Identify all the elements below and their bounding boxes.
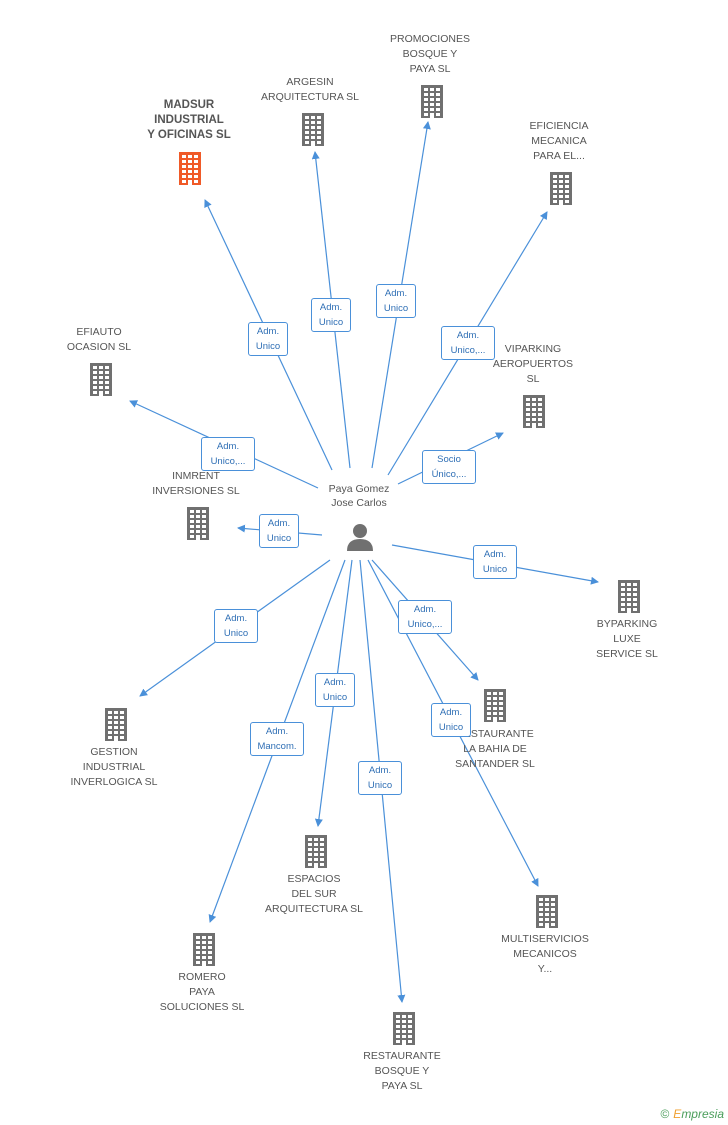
relation-label-romero[interactable]: Adm. Mancom. xyxy=(250,722,304,756)
relation-label-inmrent[interactable]: Adm. Unico xyxy=(259,514,299,548)
building-icon[interactable] xyxy=(614,579,644,613)
building-icon[interactable] xyxy=(301,834,331,868)
relation-label-efiauto[interactable]: Adm. Unico,... xyxy=(201,437,255,471)
empresia-logo[interactable]: Empresia xyxy=(673,1107,724,1121)
relation-label-multiservicios[interactable]: Adm. Unico xyxy=(431,703,471,737)
center-person-name: Paya Gomez Jose Carlos xyxy=(328,483,390,509)
company-label-romero[interactable]: ROMERO PAYA SOLUCIONES SL xyxy=(159,971,245,1013)
relation-label-restbosque[interactable]: Adm. Unico xyxy=(358,761,402,795)
building-icon[interactable] xyxy=(480,688,510,722)
relation-label-madsur[interactable]: Adm. Unico xyxy=(248,322,288,356)
building-icon[interactable] xyxy=(532,894,562,928)
company-label-restbosque[interactable]: RESTAURANTE BOSQUE Y PAYA SL xyxy=(363,1050,441,1092)
company-label-viparking[interactable]: VIPARKING AEROPUERTOS SL xyxy=(492,343,574,385)
company-label-espacios[interactable]: ESPACIOS DEL SUR ARQUITECTURA SL xyxy=(264,873,364,915)
relation-label-bahia[interactable]: Adm. Unico,... xyxy=(398,600,452,634)
company-label-gestion[interactable]: GESTION INDUSTRIAL INVERLOGICA SL xyxy=(70,746,158,788)
relation-label-argesin[interactable]: Adm. Unico xyxy=(311,298,351,332)
building-icon[interactable] xyxy=(183,506,213,540)
company-label-multiservicios[interactable]: MULTISERVICIOS MECANICOS Y... xyxy=(501,933,589,975)
building-icon[interactable] xyxy=(298,112,328,146)
building-icon[interactable] xyxy=(101,707,131,741)
company-label-argesin[interactable]: ARGESIN ARQUITECTURA SL xyxy=(260,76,360,103)
company-label-promociones[interactable]: PROMOCIONES BOSQUE Y PAYA SL xyxy=(390,33,470,75)
relation-label-eficiencia[interactable]: Adm. Unico,... xyxy=(441,326,495,360)
company-label-eficiencia[interactable]: EFICIENCIA MECANICA PARA EL... xyxy=(529,120,589,162)
building-icon[interactable] xyxy=(86,362,116,396)
building-icon[interactable] xyxy=(389,1011,419,1045)
building-icon[interactable] xyxy=(546,171,576,205)
footer-brand: © Empresia xyxy=(660,1107,724,1121)
relation-label-gestion[interactable]: Adm. Unico xyxy=(214,609,258,643)
company-label-madsur[interactable]: MADSUR INDUSTRIAL Y OFICINAS SL xyxy=(147,99,231,141)
company-label-byparking[interactable]: BYPARKING LUXE SERVICE SL xyxy=(596,618,658,660)
company-label-efiauto[interactable]: EFIAUTO OCASION SL xyxy=(66,326,132,353)
relation-label-promociones[interactable]: Adm. Unico xyxy=(376,284,416,318)
building-icon[interactable] xyxy=(189,932,219,966)
company-label-inmrent[interactable]: INMRENT INVERSIONES SL xyxy=(152,470,240,497)
relation-label-espacios[interactable]: Adm. Unico xyxy=(315,673,355,707)
company-label-bahia[interactable]: RESTAURANTE LA BAHIA DE SANTANDER SL xyxy=(455,728,535,770)
relation-label-viparking[interactable]: Socio Único,... xyxy=(422,450,476,484)
copyright-symbol: © xyxy=(660,1107,670,1121)
building-icon[interactable] xyxy=(175,151,205,185)
relation-label-byparking[interactable]: Adm. Unico xyxy=(473,545,517,579)
building-icon[interactable] xyxy=(519,394,549,428)
person-icon[interactable] xyxy=(345,522,375,552)
building-icon[interactable] xyxy=(417,84,447,118)
